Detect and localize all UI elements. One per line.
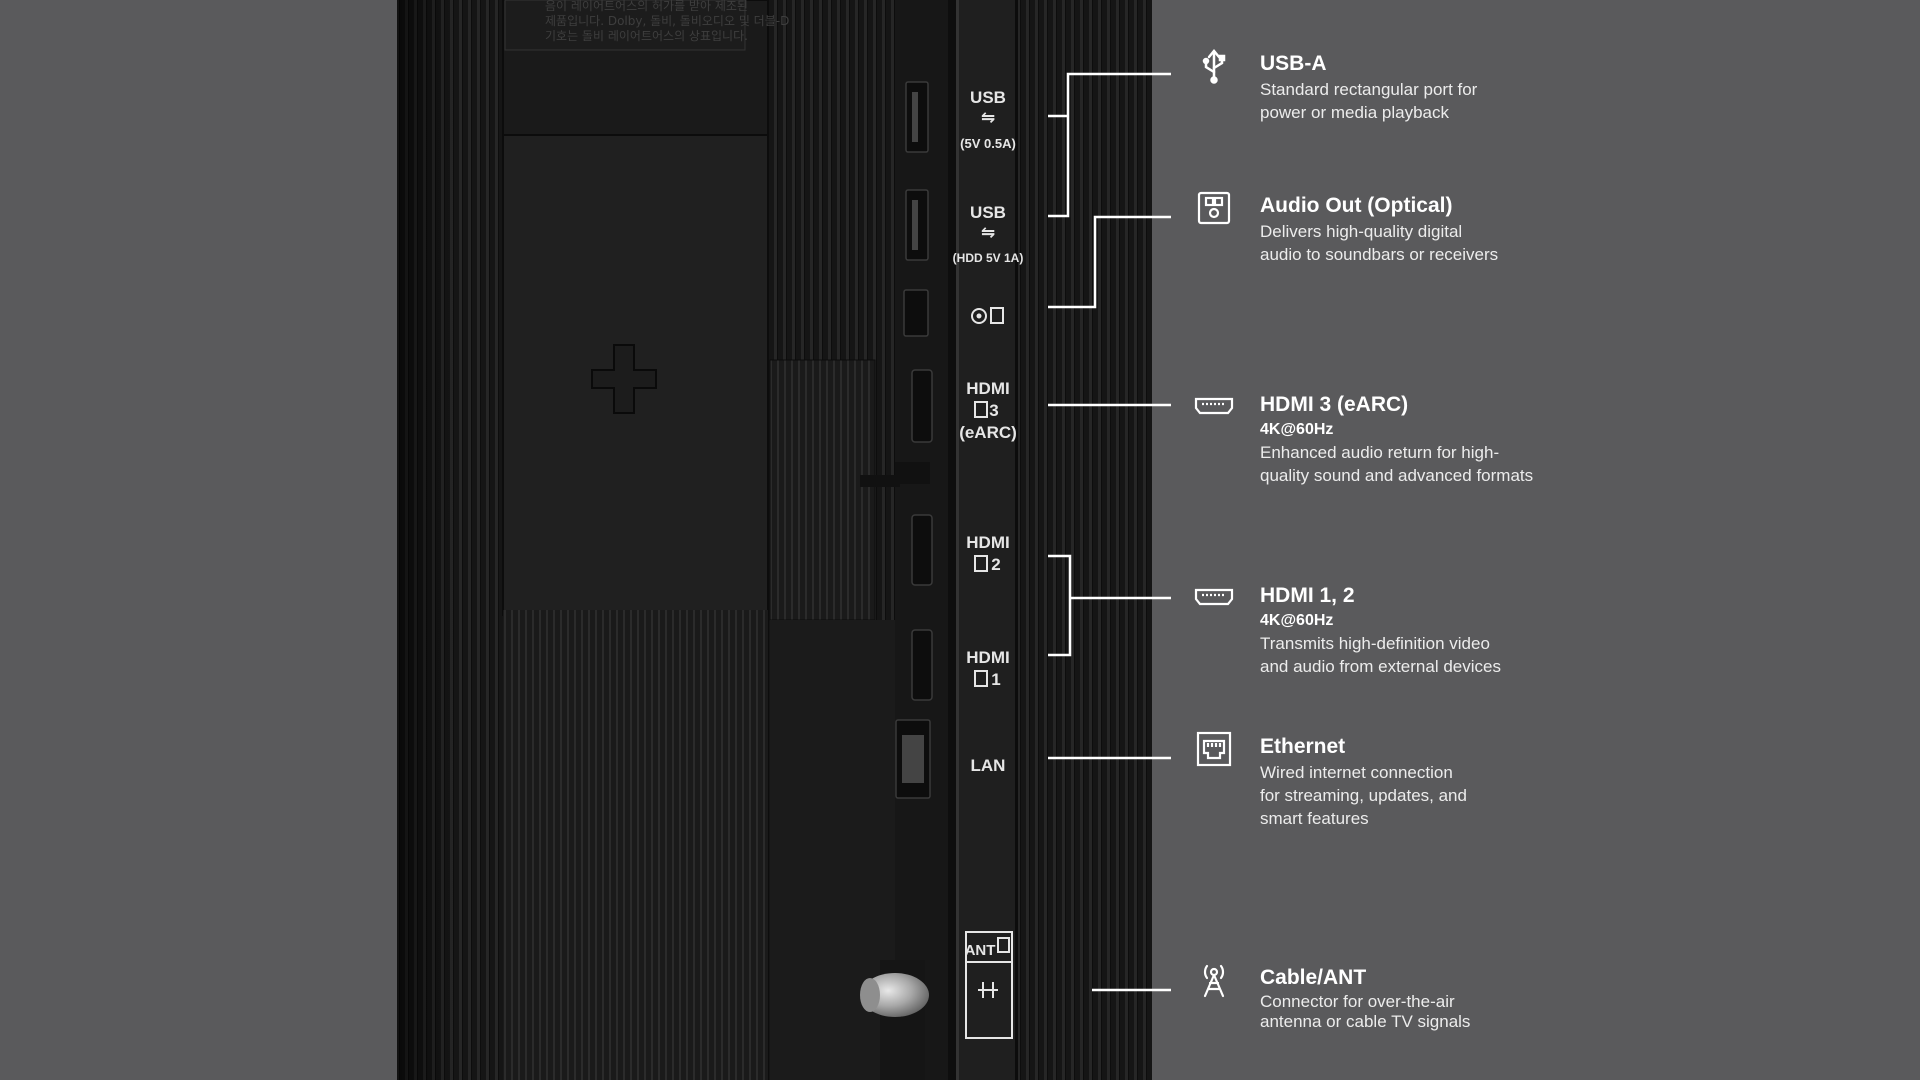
optical-icon (1194, 188, 1234, 228)
legend-hdmi12: HDMI 1, 2 4K@60Hz Transmits high-definit… (1194, 582, 1900, 678)
hdmi1-label: HDMI (966, 648, 1009, 667)
coax-connector (861, 973, 929, 1017)
optical-port (903, 289, 929, 337)
legend-ethernet-title: Ethernet (1260, 735, 1346, 758)
hdmi-icon (1194, 578, 1234, 618)
ant-box (965, 931, 1013, 1039)
hdmi3-arrow-icon (974, 401, 988, 418)
hdmi2-number: 2 (991, 555, 1000, 574)
usb1-spec: (5V 0.5A) (960, 136, 1016, 151)
legend-usb-desc-2: power or media playback (1260, 103, 1449, 122)
lan-label: LAN (971, 756, 1006, 775)
ant-arrow-icon (997, 937, 1010, 953)
optical-symbol-icon (971, 308, 987, 324)
antenna-icon (1194, 960, 1234, 1000)
cable-clip (895, 462, 930, 484)
warning-label (504, 0, 746, 51)
connector-lines (1048, 72, 1171, 992)
cross-mark-icon (591, 344, 657, 414)
legend-optical-desc-1: Delivers high-quality digital (1260, 222, 1463, 241)
legend-ethernet: Ethernet Wired internet connection for s… (1196, 731, 1900, 830)
legend-ethernet-desc-2: for streaming, updates, and (1260, 786, 1467, 805)
legend-optical: Audio Out (Optical) Delivers high-qualit… (1197, 191, 1900, 266)
port-labels: USB ⇋ (5V 0.5A) USB ⇋ (HDD 5V 1A) HDMI 3… (953, 88, 1024, 1039)
usb1-symbol-icon: ⇋ (981, 108, 995, 127)
hdmi2-label: HDMI (966, 533, 1009, 552)
legend-ant-desc-2: antenna or cable TV signals (1260, 1012, 1471, 1031)
hdmi-port-1 (911, 629, 933, 701)
hdmi3-number: 3 (989, 401, 998, 420)
legend-hdmi12-spec: 4K@60Hz (1260, 612, 1334, 629)
legend-hdmi12-desc-1: Transmits high-definition video (1260, 634, 1490, 653)
usb2-label: USB (970, 203, 1006, 222)
usb2-symbol-icon: ⇋ (981, 223, 995, 242)
usb1-label: USB (970, 88, 1006, 107)
port-panel (956, 0, 1018, 1080)
hdmi1-arrow-icon (974, 670, 988, 687)
legend-hdmi3: HDMI 3 (eARC) 4K@60Hz Enhanced audio ret… (1194, 391, 1900, 487)
hdmi3-earc: (eARC) (959, 423, 1017, 442)
hdmi3-label: HDMI (966, 379, 1009, 398)
ant-label: ANT (965, 942, 996, 959)
legend-hdmi12-desc-2: and audio from external devices (1260, 657, 1501, 676)
legend-usb-desc-1: Standard rectangular port for (1260, 80, 1478, 99)
hdmi2-arrow-icon (974, 555, 988, 572)
warning-line-3: 기호는 돌비 레이어트어스의 상표입니다. (545, 29, 748, 43)
hdmi1-number: 1 (991, 670, 1000, 689)
port-legend: USB-A Standard rectangular port for powe… (1194, 0, 1920, 1080)
ant-symbol-icon (978, 982, 998, 998)
legend-hdmi12-title: HDMI 1, 2 (1260, 584, 1355, 607)
legend-ant-title: Cable/ANT (1260, 966, 1367, 989)
legend-ethernet-desc-3: smart features (1260, 809, 1369, 828)
warning-line-2: 제품입니다. Dolby, 돌비, 돌비오디오 및 더블-D (545, 14, 789, 28)
legend-usb-title: USB-A (1260, 52, 1327, 75)
legend-usb: USB-A Standard rectangular port for powe… (1202, 49, 1900, 124)
ethernet-icon (1194, 729, 1234, 769)
legend-hdmi3-spec: 4K@60Hz (1260, 421, 1334, 438)
optical-arrow-icon (990, 307, 1004, 324)
legend-optical-title: Audio Out (Optical) (1260, 194, 1453, 217)
warning-line-1: 음이 레이어트어스의 허가를 받아 제조된 (545, 0, 748, 13)
hdmi-icon (1194, 387, 1234, 427)
legend-ant: Cable/ANT Connector for over-the-air ant… (1203, 964, 1900, 1032)
legend-optical-desc-2: audio to soundbars or receivers (1260, 245, 1499, 264)
legend-hdmi3-title: HDMI 3 (eARC) (1260, 393, 1409, 416)
legend-hdmi3-desc-1: Enhanced audio return for high- (1260, 443, 1500, 462)
usb-icon (1194, 46, 1234, 86)
legend-hdmi3-desc-2: quality sound and advanced formats (1260, 466, 1534, 485)
legend-ant-desc-1: Connector for over-the-air (1260, 992, 1455, 1011)
hdmi-port-2 (911, 514, 933, 586)
hdmi-port-3 (911, 369, 933, 443)
usb2-spec: (HDD 5V 1A) (953, 251, 1024, 265)
legend-ethernet-desc-1: Wired internet connection (1260, 763, 1453, 782)
